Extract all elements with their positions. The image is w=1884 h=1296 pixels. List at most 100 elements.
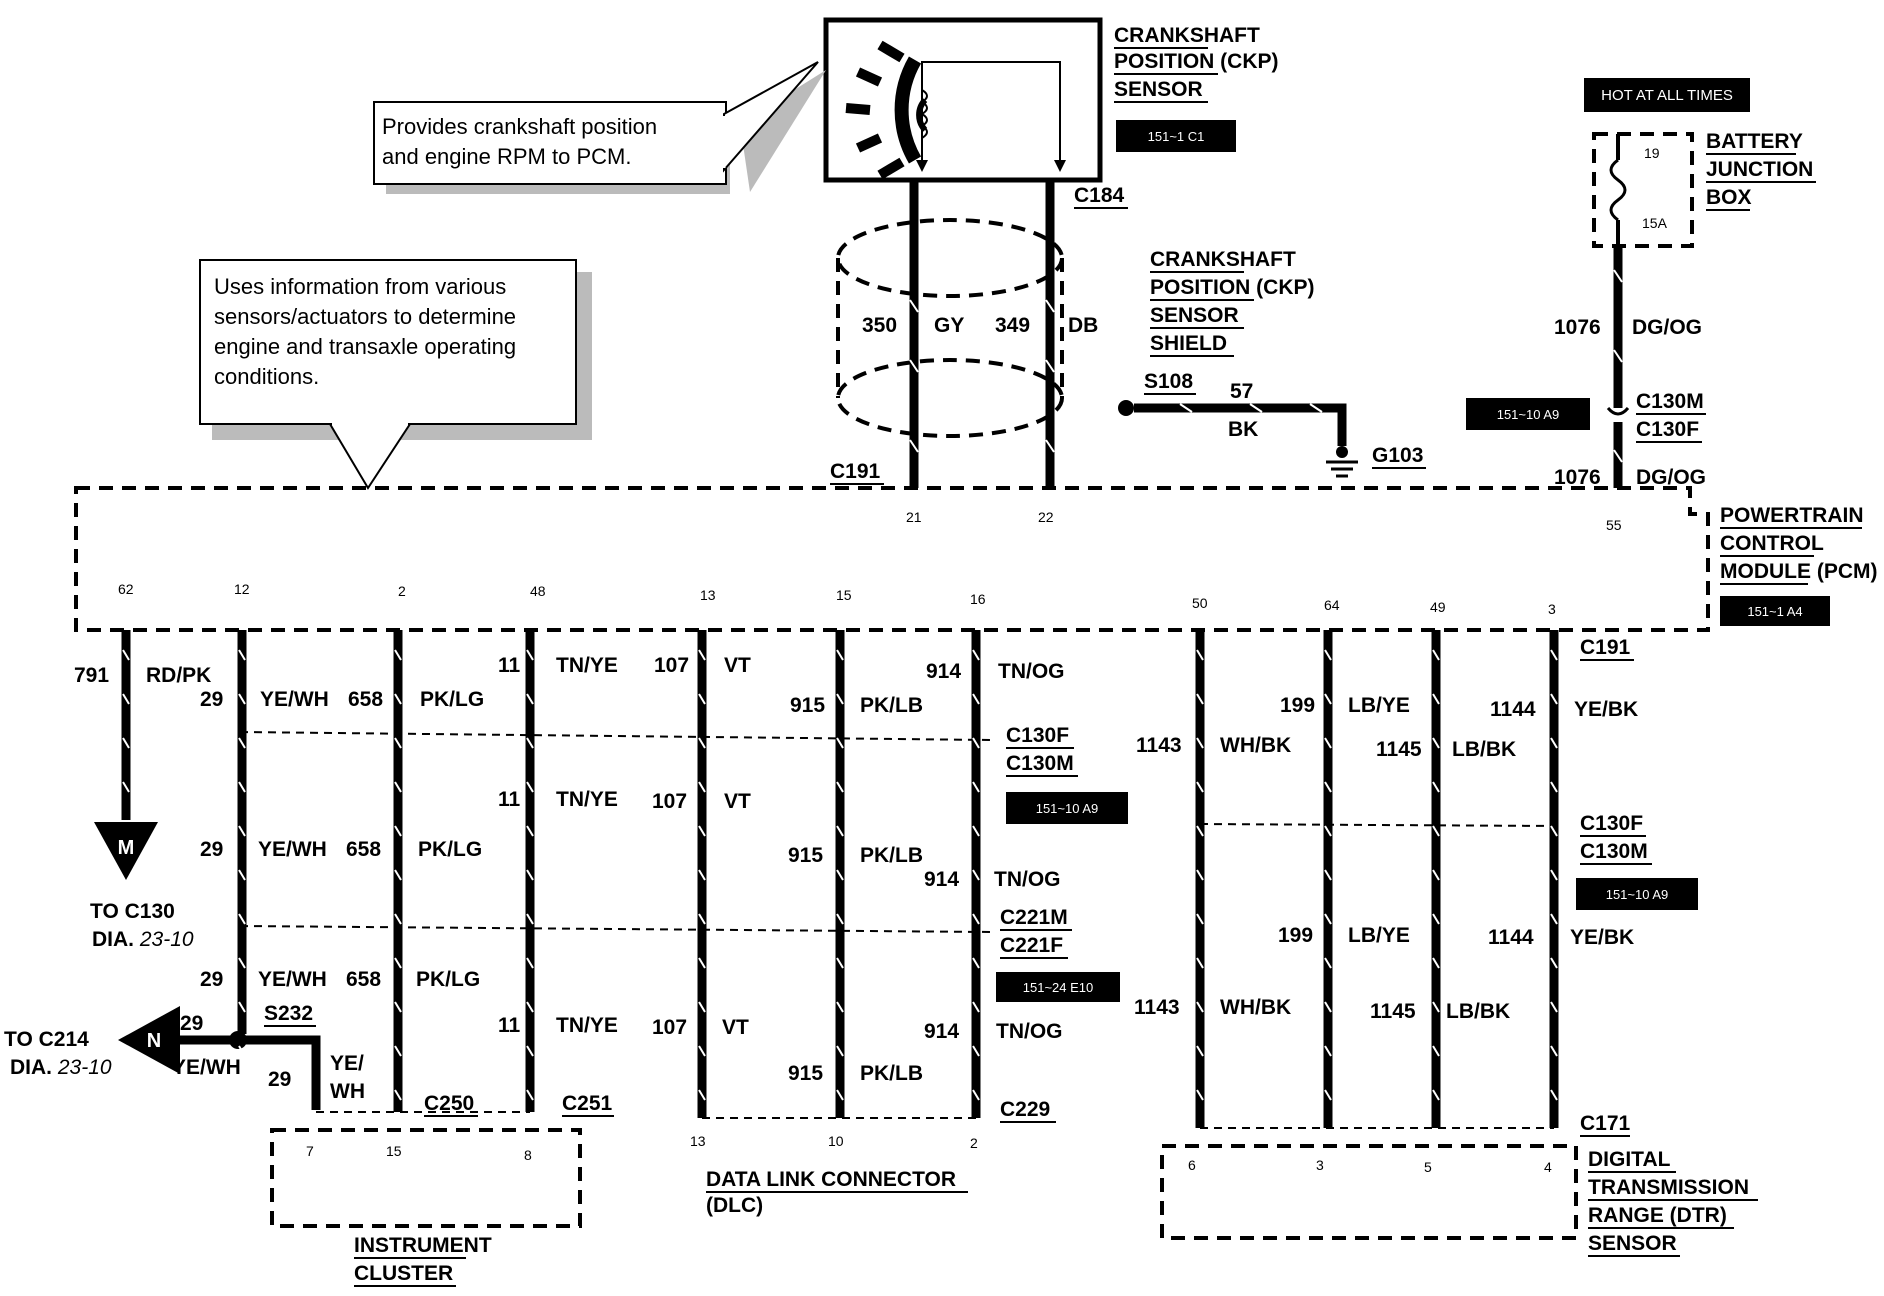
wire-1144-color-2: YE/BK [1570, 926, 1634, 949]
ckp-badge: 151~1 C1 [1148, 129, 1205, 144]
dia-c130: DIA. 23-10 [92, 928, 194, 951]
battery-badge: 151~10 A9 [1497, 407, 1560, 422]
dtr-title-1: DIGITAL [1588, 1148, 1671, 1171]
fuse-icon [1609, 158, 1627, 222]
wire-1144-color-1: YE/BK [1574, 698, 1638, 721]
wire-658-number-2: 658 [346, 838, 381, 861]
pcm-note-1: Uses information from various [214, 274, 506, 299]
wire-1076-color-top: DG/OG [1632, 316, 1702, 339]
ckp-title-2: POSITION (CKP) [1114, 50, 1279, 73]
pcm-pin-13: 13 [700, 587, 716, 603]
battery-title-2: JUNCTION [1706, 158, 1813, 181]
wire-107-number-3: 107 [652, 1016, 687, 1039]
wire-791-color: RD/PK [146, 664, 211, 687]
dtr-title-2: TRANSMISSION [1588, 1176, 1749, 1199]
pcm-pin-64: 64 [1324, 597, 1340, 613]
battery-title-1: BATTERY [1706, 130, 1803, 153]
arrow-n-icon [118, 1006, 180, 1074]
wire-914-color-1: TN/OG [998, 660, 1065, 683]
wire-914-number-2: 914 [924, 868, 959, 891]
ground-g103: G103 [1372, 444, 1423, 467]
badge-c130-left: 151~10 A9 [1036, 801, 1099, 816]
dlc-pin-10: 10 [828, 1133, 844, 1149]
wire-11-number-1: 11 [498, 654, 521, 677]
pcm-note-2: sensors/actuators to determine [214, 304, 516, 329]
connector-c191-right: C191 [1580, 636, 1631, 659]
badge-c130-right: 151~10 A9 [1606, 887, 1669, 902]
wire-1145-color-1: LB/BK [1452, 738, 1516, 761]
gear-icon [845, 40, 928, 180]
pcm-note-4: conditions. [214, 364, 319, 389]
ground-wire-color: BK [1228, 418, 1258, 441]
wire-199-color-2: LB/YE [1348, 924, 1410, 947]
wire-29-number-3: 29 [200, 968, 223, 991]
dlc-pin-13: 13 [690, 1133, 706, 1149]
wire-29-number-branch: 29 [268, 1068, 291, 1091]
connector-c191-top: C191 [830, 460, 881, 483]
wire-350-number: 350 [862, 314, 897, 337]
wire-915-color-2: PK/LB [860, 844, 923, 867]
pcm-pin-62: 62 [118, 581, 134, 597]
ckp-note: Provides crankshaft position and engine … [373, 61, 826, 194]
pcm-pin-55: 55 [1606, 517, 1622, 533]
connector-c130f-battery: C130F [1636, 418, 1699, 441]
wire-11-color-3: TN/YE [556, 1014, 618, 1037]
connector-c130f-right: C130F [1580, 812, 1643, 835]
badge-c221: 151~24 E10 [1023, 980, 1093, 995]
connector-c130m-left: C130M [1006, 752, 1074, 775]
connector-c130m-battery: C130M [1636, 390, 1704, 413]
shield-title-1: CRANKSHAFT [1150, 248, 1296, 271]
wire-1143-number-1: 1143 [1136, 734, 1182, 757]
wire-658-number-3: 658 [346, 968, 381, 991]
wire-914-color-3: TN/OG [996, 1020, 1063, 1043]
arrow-m-icon [94, 822, 158, 880]
dtr-pin-6: 6 [1188, 1157, 1196, 1173]
dlc-title: DATA LINK CONNECTOR [706, 1168, 956, 1191]
connector-c130m-right: C130M [1580, 840, 1648, 863]
wire-658-color-3: PK/LG [416, 968, 480, 991]
cluster-pin-15: 15 [386, 1143, 402, 1159]
cluster-title-2: CLUSTER [354, 1262, 453, 1285]
pcm-pin-12: 12 [234, 581, 250, 597]
dtr-sensor [1160, 1144, 1578, 1240]
fuse-number: 19 [1644, 145, 1660, 161]
wire-107-number-1: 107 [654, 654, 689, 677]
ckp-note-2: and engine RPM to PCM. [382, 144, 631, 169]
wire-199-number-1: 199 [1280, 694, 1315, 717]
wire-1143-color-1: WH/BK [1220, 734, 1291, 757]
connector-c171: C171 [1580, 1112, 1631, 1135]
wire-915-number-3: 915 [788, 1062, 823, 1085]
pcm-pin-49: 49 [1430, 599, 1446, 615]
connector-c251: C251 [562, 1092, 613, 1115]
dia-c214: DIA. 23-10 [10, 1056, 112, 1079]
arrow-m-letter: M [118, 837, 135, 859]
dtr-title-4: SENSOR [1588, 1232, 1677, 1255]
pcm-title-1: POWERTRAIN [1720, 504, 1864, 527]
dtr-title-3: RANGE (DTR) [1588, 1204, 1727, 1227]
wire-791-number: 791 [74, 664, 109, 687]
connector-c130f-left: C130F [1006, 724, 1069, 747]
wire-29-number-n: 29 [180, 1012, 203, 1035]
pcm-title-3: MODULE (PCM) [1720, 560, 1877, 583]
splice-s108: S108 [1144, 370, 1193, 393]
wire-29-number-2: 29 [200, 838, 223, 861]
to-c130: TO C130 [90, 900, 175, 923]
shield-title-3: SENSOR [1150, 304, 1239, 327]
wire-11-color-2: TN/YE [556, 788, 618, 811]
wire-658-number-1: 658 [348, 688, 383, 711]
dtr-pin-3: 3 [1316, 1157, 1324, 1173]
dtr-pin-5: 5 [1424, 1159, 1432, 1175]
wire-107-color-1: VT [724, 654, 751, 677]
wire-1145-color-2: LB/BK [1446, 1000, 1510, 1023]
splice-s108-dot [1118, 400, 1134, 416]
wire-1145-number-1: 1145 [1376, 738, 1422, 761]
wire-wh-label: WH [330, 1080, 365, 1103]
wire-1143-color-2: WH/BK [1220, 996, 1291, 1019]
wire-ye-label: YE/ [330, 1052, 364, 1075]
wire-107-color-2: VT [724, 790, 751, 813]
wire-914-color-2: TN/OG [994, 868, 1061, 891]
pcm-badge: 151~1 A4 [1747, 604, 1802, 619]
wire-915-number-2: 915 [788, 844, 823, 867]
pcm-pin-16: 16 [970, 591, 986, 607]
wire-915-color-3: PK/LB [860, 1062, 923, 1085]
